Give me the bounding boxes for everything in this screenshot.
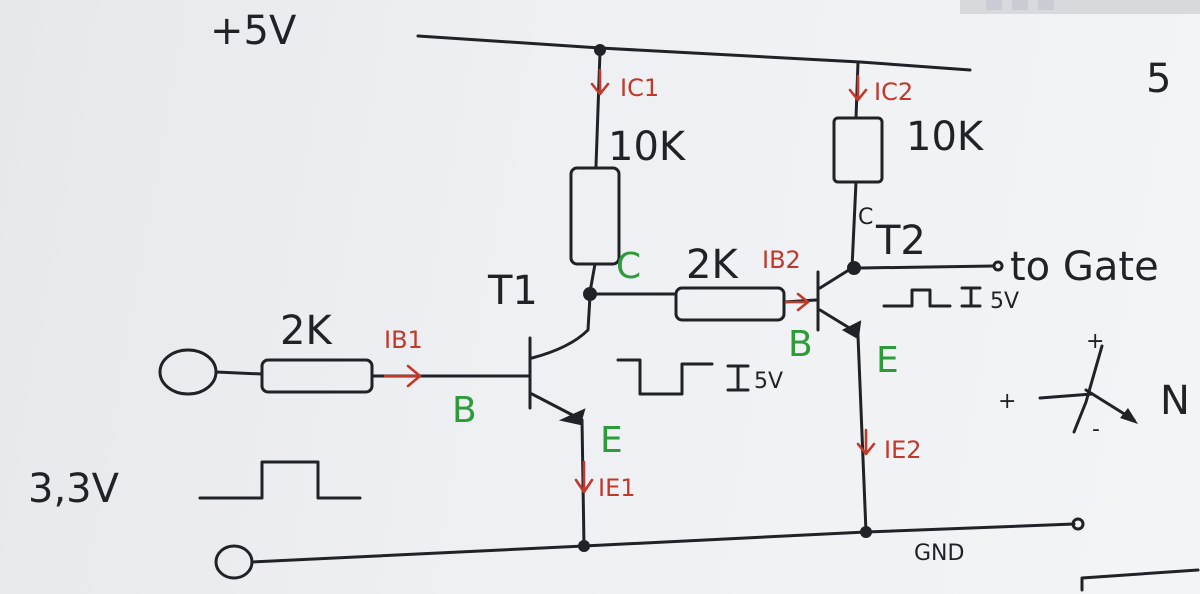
t1-label: T1 — [487, 268, 538, 314]
t1-base-label: B — [452, 390, 477, 431]
current-label-ib2: IB2 — [762, 246, 801, 274]
amplitude-marker-out — [960, 286, 982, 308]
t2-base-label: B — [788, 324, 813, 365]
current-arrow-ic1 — [590, 68, 610, 96]
corner-text-side: N — [1160, 378, 1190, 424]
current-arrow-ib2 — [784, 292, 810, 312]
t1-waveform — [616, 358, 714, 396]
current-arrow-ic2 — [848, 74, 868, 102]
current-label-ic2: IC2 — [874, 78, 913, 106]
current-arrow-ie1 — [574, 460, 594, 494]
sketch-plus-top: + — [1086, 329, 1104, 354]
output-waveform — [882, 288, 952, 308]
gnd-label: GND — [914, 541, 964, 566]
amplitude-marker-t1 — [726, 364, 750, 392]
t1-emitter-label: E — [600, 420, 623, 461]
t2-emitter-label: E — [876, 340, 899, 381]
transistor-t1 — [528, 294, 592, 548]
current-label-ie1: IE1 — [598, 474, 636, 502]
partial-box-sketch — [1080, 568, 1200, 592]
output-waveform-amplitude: 5V — [990, 289, 1019, 314]
t1-waveform-amplitude: 5V — [754, 369, 783, 394]
base-resistor-t2 — [590, 286, 818, 322]
corner-text-top: 5 — [1146, 56, 1171, 102]
t2-collector-label: C — [858, 205, 873, 230]
collector-resistor-t2-label: 10K — [906, 114, 985, 160]
current-label-ic1: IC1 — [620, 74, 659, 102]
to-gate-label: to Gate — [1010, 244, 1159, 290]
input-waveform — [198, 460, 362, 500]
current-arrow-ie2 — [856, 428, 876, 456]
base-resistor-t2-label: 2K — [686, 242, 739, 288]
current-label-ie2: IE2 — [884, 436, 922, 464]
transistor-symbol-sketch — [1038, 344, 1138, 434]
collector-resistor-t2 — [832, 60, 884, 270]
t2-label: T2 — [875, 218, 926, 264]
t1-collector-label: C — [616, 246, 641, 287]
ground-rail — [214, 517, 1085, 580]
input-voltage-label: 3,3V — [28, 466, 120, 512]
output-line — [847, 260, 1004, 275]
base-resistor-t1-label: 2K — [280, 308, 333, 354]
sketch-minus: - — [1092, 417, 1100, 442]
input-terminal — [158, 348, 218, 396]
window-controls-hint — [960, 0, 1200, 14]
collector-resistor-t1-label: 10K — [608, 124, 687, 170]
current-arrow-ib1 — [383, 364, 422, 388]
sketch-plus-left: + — [998, 389, 1016, 414]
supply-rail — [416, 34, 972, 72]
base-resistor-t1 — [214, 358, 532, 394]
current-label-ib1: IB1 — [384, 326, 423, 354]
transistor-t2 — [816, 266, 868, 534]
supply-label: +5V — [210, 8, 297, 54]
node-collector-t1 — [583, 287, 597, 301]
